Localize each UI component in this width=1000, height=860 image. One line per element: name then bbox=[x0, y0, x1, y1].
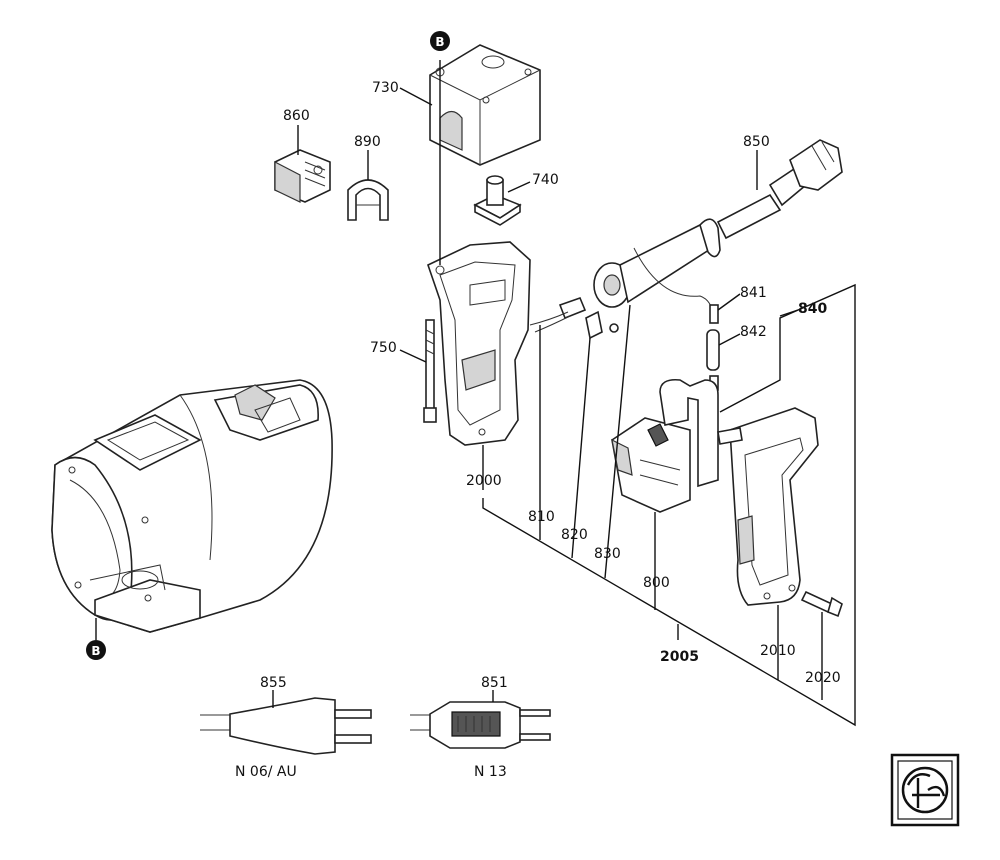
leader-lines bbox=[272, 60, 856, 727]
plug-851 bbox=[410, 701, 551, 749]
label-890: 890 bbox=[354, 134, 381, 150]
motor-housing bbox=[51, 379, 333, 633]
label-841: 841 bbox=[740, 285, 767, 301]
label-851: 851 bbox=[481, 675, 508, 691]
caption-plug-855: N 06/ AU bbox=[235, 764, 297, 780]
label-820: 820 bbox=[561, 527, 588, 543]
label-830: 830 bbox=[594, 546, 621, 562]
screw-2020 bbox=[800, 590, 843, 618]
label-750: 750 bbox=[370, 340, 397, 356]
handle-half-2000 bbox=[427, 241, 531, 446]
svg-text:B: B bbox=[91, 644, 100, 658]
label-850: 850 bbox=[743, 134, 770, 150]
handle-half-2010 bbox=[717, 407, 819, 606]
contacts-810 bbox=[529, 296, 587, 333]
part-labels: 730 740 860 890 850 750 841 840 842 2000… bbox=[235, 80, 841, 780]
cable-clamp-820 bbox=[585, 310, 619, 340]
marker-b-bottom: B bbox=[86, 618, 106, 660]
strain-relief-740 bbox=[473, 175, 522, 226]
label-860: 860 bbox=[283, 108, 310, 124]
label-2005: 2005 bbox=[660, 649, 699, 665]
label-740: 740 bbox=[532, 172, 559, 188]
label-730: 730 bbox=[372, 80, 399, 96]
label-840: 840 bbox=[798, 301, 827, 317]
cable-guard-830 bbox=[593, 218, 721, 308]
power-cord-850 bbox=[633, 139, 843, 319]
label-855: 855 bbox=[260, 675, 287, 691]
fein-logo bbox=[890, 753, 960, 827]
plug-855 bbox=[200, 697, 372, 755]
marker-b-top: B bbox=[430, 31, 450, 51]
clip-890 bbox=[347, 179, 389, 221]
switch-cover-730 bbox=[429, 44, 541, 166]
svg-text:B: B bbox=[435, 35, 444, 49]
label-800: 800 bbox=[643, 575, 670, 591]
caption-plug-851: N 13 bbox=[474, 764, 507, 780]
label-2010: 2010 bbox=[760, 643, 796, 659]
terminal-block-860 bbox=[274, 149, 331, 203]
label-2020: 2020 bbox=[805, 670, 841, 686]
label-842: 842 bbox=[740, 324, 767, 340]
connector-841 bbox=[709, 304, 719, 324]
label-2000: 2000 bbox=[466, 473, 502, 489]
label-810: 810 bbox=[528, 509, 555, 525]
screw-750 bbox=[423, 319, 437, 423]
switch-800 bbox=[611, 378, 719, 513]
